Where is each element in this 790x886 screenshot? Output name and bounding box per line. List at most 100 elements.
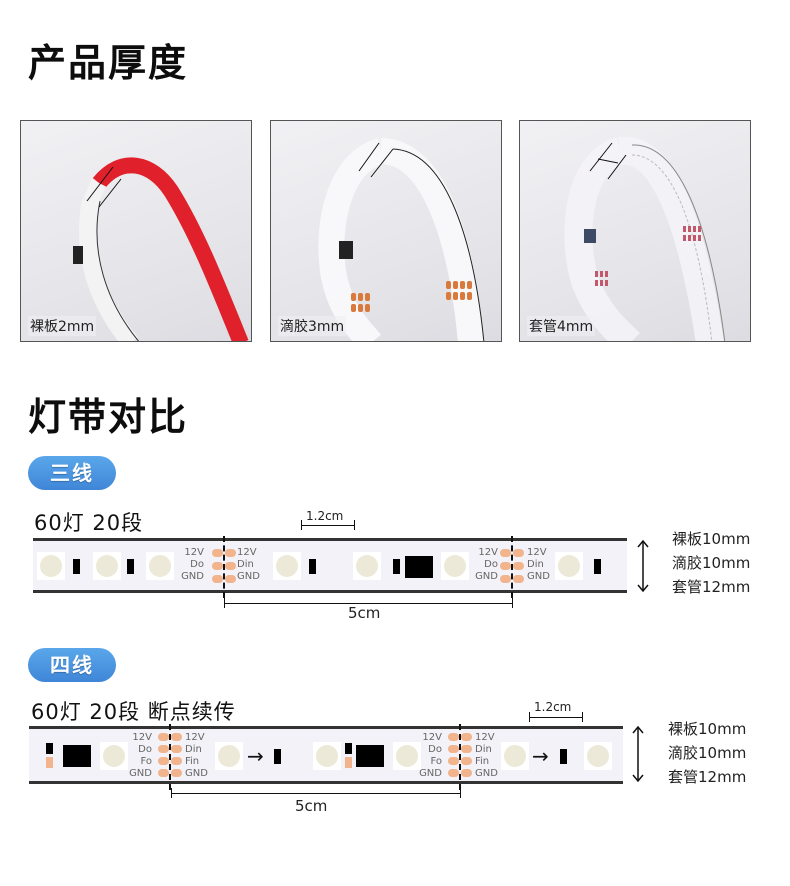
tab-three-wire[interactable]: 三线 <box>28 456 116 490</box>
pad-label: 12V <box>237 547 257 558</box>
led-chip <box>353 552 381 580</box>
resistor <box>560 749 567 764</box>
resistor <box>309 559 316 574</box>
width-specs: 裸板10mm 滴胶10mm 套管12mm <box>672 527 750 599</box>
photo-epoxy: 滴胶3mm <box>270 120 502 342</box>
pad-labels-out: 12V Do Fo GND <box>124 732 152 780</box>
pad-label: 12V <box>184 547 204 558</box>
led-chip <box>393 742 421 770</box>
pad-label: Din <box>237 559 254 570</box>
resistor <box>73 559 80 574</box>
solder-pad <box>461 745 472 753</box>
dim-tick <box>224 598 225 608</box>
pad-label: GND <box>527 571 550 582</box>
dim-tick <box>529 712 530 722</box>
led-chip <box>215 742 243 770</box>
pad-label: Do <box>484 559 498 570</box>
spec-bare: 裸板10mm <box>672 530 751 548</box>
solder-pad <box>461 769 472 777</box>
dim-tick <box>460 788 461 798</box>
pad-label: Fo <box>430 756 442 767</box>
solder-pad <box>225 575 236 583</box>
led-strip-epoxy-illustration <box>318 138 485 341</box>
resistor <box>46 743 53 754</box>
dim-tick <box>171 788 172 798</box>
pad-label: Din <box>527 559 544 570</box>
solder-pad <box>500 549 511 557</box>
dim-tick <box>354 520 355 530</box>
pad-label: 12V <box>527 547 547 558</box>
dim-tick <box>512 598 513 608</box>
pad-label: GND <box>185 768 208 779</box>
solder-pad <box>158 769 169 777</box>
photo-label: 滴胶3mm <box>278 316 347 336</box>
width-arrow-icon <box>632 726 644 782</box>
led-chip <box>273 552 301 580</box>
pad-label: GND <box>475 768 498 779</box>
led-chip <box>441 552 469 580</box>
pad-label: Do <box>428 744 442 755</box>
cut-line <box>223 536 225 598</box>
pad-label: 12V <box>478 547 498 558</box>
solder-pad <box>158 733 169 741</box>
solder-pad <box>448 757 459 765</box>
pad-label: Fo <box>140 756 152 767</box>
dim-tick <box>582 712 583 722</box>
solder-pad <box>225 549 236 557</box>
led-strip-three-wire: 12V Do GND 12V Din GND 12V Do GND 12V Di… <box>33 536 627 598</box>
resistor <box>274 749 281 764</box>
solder-pad <box>158 757 169 765</box>
led-strip-four-wire: 12V Do Fo GND 12V Din Fin GND → 12V Do F… <box>29 724 623 790</box>
solder-pad <box>461 757 472 765</box>
pad-label: GND <box>129 768 152 779</box>
solder-pad <box>500 562 511 570</box>
spec-sleeve: 套管12mm <box>668 768 747 786</box>
segment-length-dimension <box>224 603 513 604</box>
solder-pad <box>171 757 182 765</box>
pad-label: GND <box>181 571 204 582</box>
solder-pad <box>500 575 511 583</box>
led-strip-sleeve-illustration <box>564 136 726 341</box>
spec-sleeve: 套管12mm <box>672 578 751 596</box>
led-chip <box>146 552 174 580</box>
solder-pad <box>225 562 236 570</box>
width-specs: 裸板10mm 滴胶10mm 套管12mm <box>668 717 746 789</box>
solder-pad <box>158 745 169 753</box>
solder-pad <box>212 549 223 557</box>
pad-labels-in: 12V Din Fin GND <box>475 732 498 780</box>
led-pitch-label: 1.2cm <box>306 509 344 523</box>
solder-pad <box>448 733 459 741</box>
segment-length-label: 5cm <box>348 604 381 622</box>
solder-pad <box>171 769 182 777</box>
led-chip <box>93 552 121 580</box>
photo-sleeve: 套管4mm <box>519 120 751 342</box>
photo-bare-board: 裸板2mm <box>20 120 252 342</box>
pad-labels-out: 12V Do Fo GND <box>414 732 442 780</box>
resistor <box>594 559 601 574</box>
led-chip <box>584 742 612 770</box>
led-chip <box>501 742 529 770</box>
four-wire-subtitle: 60灯 20段 断点续传 <box>31 700 236 724</box>
solder-pad <box>448 745 459 753</box>
pad-labels-in: 12V Din GND <box>237 547 260 583</box>
cut-line <box>459 724 461 790</box>
led-chip <box>37 552 65 580</box>
pad-label: Din <box>475 744 492 755</box>
solder-pad <box>212 562 223 570</box>
segment-length-label: 5cm <box>295 797 328 815</box>
three-wire-subtitle: 60灯 20段 <box>34 511 144 535</box>
dim-tick <box>301 520 302 530</box>
led-pitch-label: 1.2cm <box>534 700 572 714</box>
pad-label: 12V <box>475 732 495 743</box>
data-direction-arrow-icon: → <box>532 744 549 768</box>
tab-four-wire[interactable]: 四线 <box>28 648 116 682</box>
pad-label: Do <box>138 744 152 755</box>
cut-line <box>511 536 513 598</box>
pad-label: GND <box>475 571 498 582</box>
solder-pad <box>212 575 223 583</box>
pad-label: 12V <box>132 732 152 743</box>
width-arrow-icon <box>637 540 649 592</box>
pad-labels-in: 12V Din Fin GND <box>185 732 208 780</box>
solder-pad <box>513 575 524 583</box>
solder-pad <box>448 769 459 777</box>
